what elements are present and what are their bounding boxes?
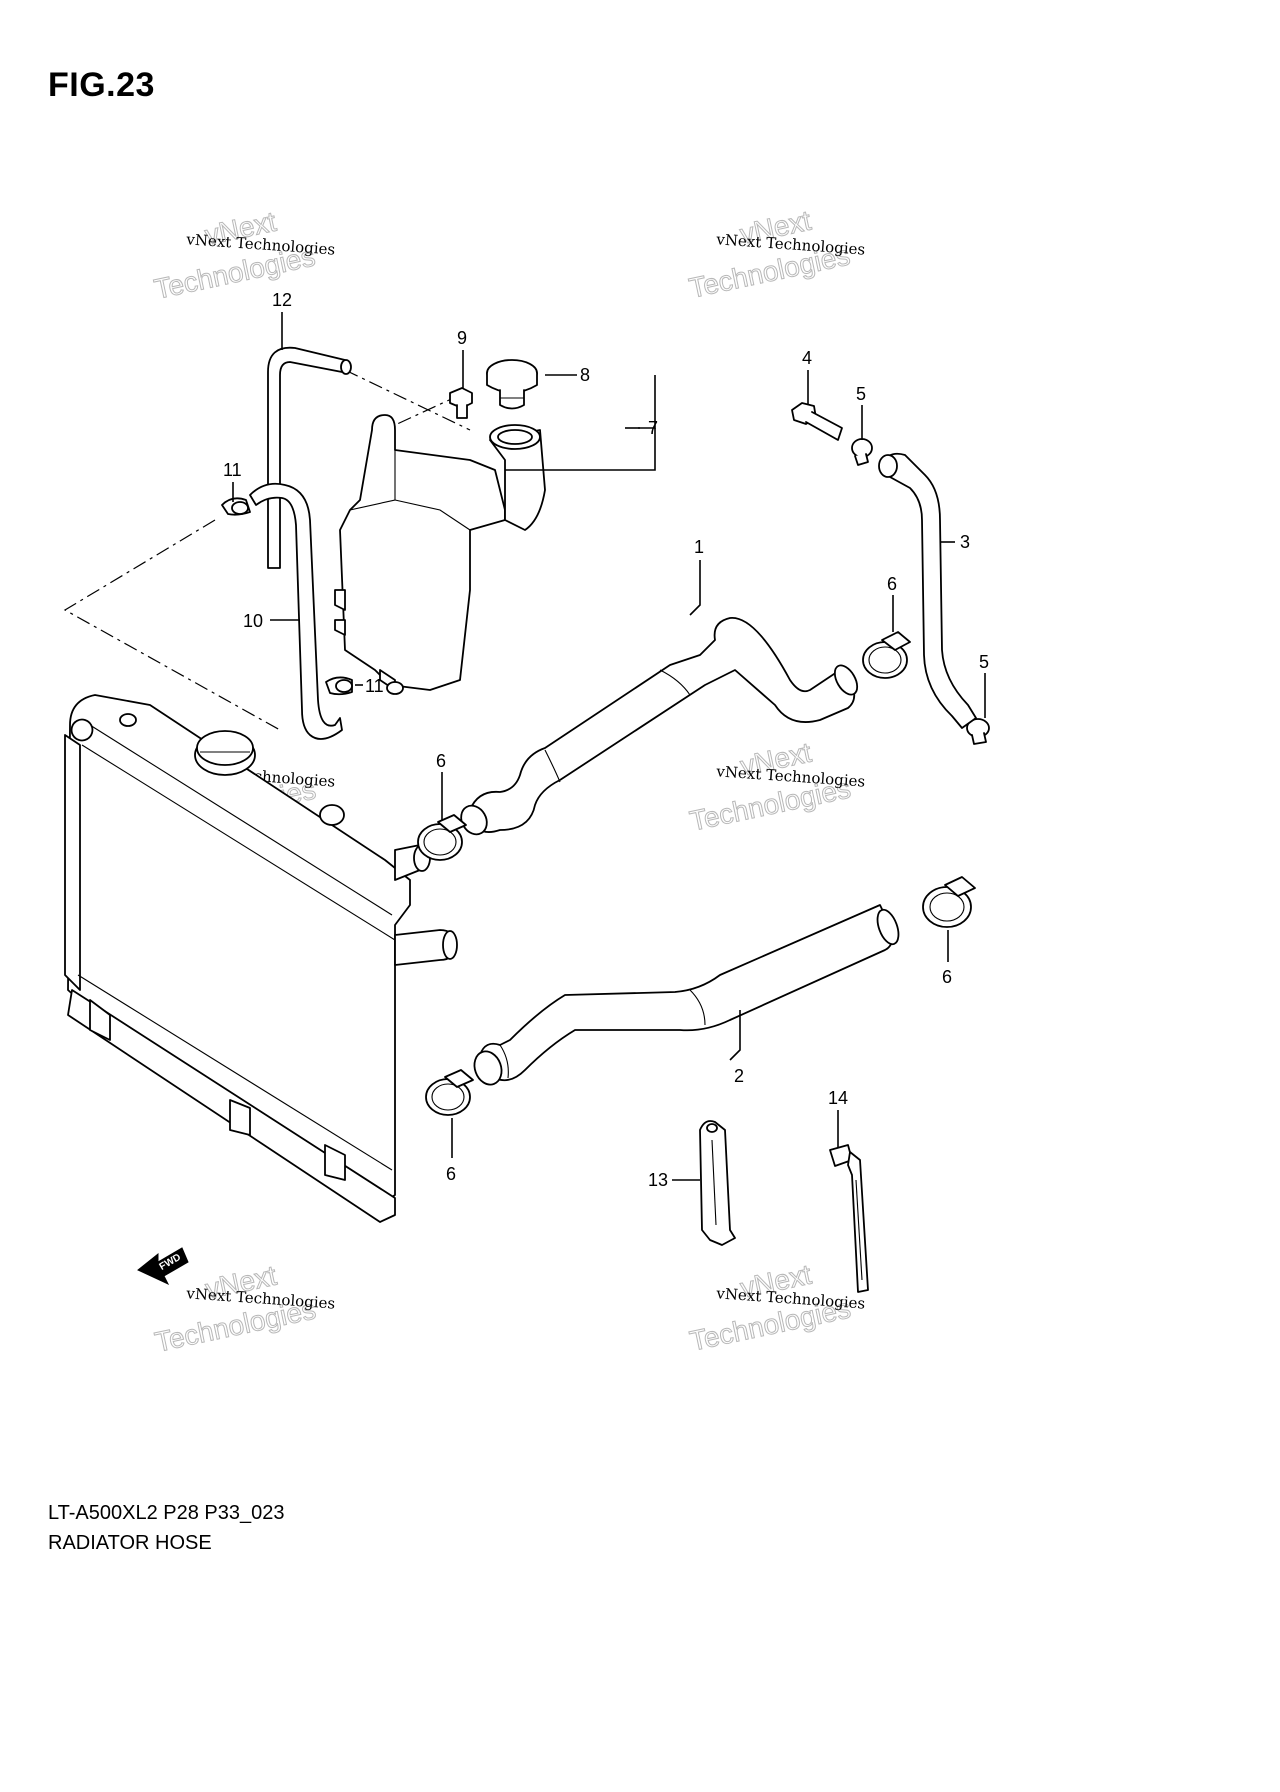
callout-6-lower-right: 6 [942,967,952,987]
clamp-11-upper [221,497,251,516]
reservoir-cap [486,359,538,410]
callout-6-upper-right: 6 [887,574,897,594]
figure-name: RADIATOR HOSE [48,1532,212,1554]
callout-6-upper-left: 6 [436,751,446,771]
watermark-mid-right: Technologies vNext vNext Technologies [687,736,866,837]
clamp-11-lower [325,676,353,696]
clamp-6-lower-hose-left [425,1069,474,1116]
hose-12 [267,346,352,569]
callout-12: 12 [272,290,292,310]
radiator [64,694,458,1223]
callout-11-lower: 11 [365,676,384,696]
watermark-top-left: Technologies vNext vNext Technologies [151,205,336,305]
callout-7: 7 [648,418,658,438]
callout-11-upper: 11 [223,460,242,480]
clamp-6-lower-hose-right [922,876,976,928]
callout-numbers: 1 2 3 4 5 5 6 6 6 6 7 8 9 10 11 11 12 13… [223,290,989,1190]
upper-hose-1 [460,617,859,836]
clamp-5-upper [851,438,873,466]
bolt-4 [791,402,843,441]
callout-2: 2 [734,1066,744,1086]
model-code: LT-A500XL2 P28 P33_023 [48,1502,285,1524]
lower-hose-2 [473,904,900,1086]
cable-tie-14 [829,1144,869,1293]
callout-1: 1 [694,537,704,557]
watermark-top-right: Technologies vNext vNext Technologies [686,204,866,304]
figure-title: FIG.23 [48,66,155,104]
hose-10 [249,482,343,740]
callout-4: 4 [802,348,812,368]
callout-5-upper: 5 [856,384,866,404]
callout-13: 13 [648,1170,668,1190]
callout-6-lower-left: 6 [446,1164,456,1184]
callout-9: 9 [457,328,467,348]
callout-3: 3 [960,532,970,552]
fwd-direction-badge: FWD [137,1247,189,1286]
hose-3 [878,452,977,729]
callout-14: 14 [828,1088,848,1108]
holder-13 [699,1120,736,1246]
bolt-9 [449,387,473,419]
callout-5-lower: 5 [979,652,989,672]
callout-10: 10 [243,611,263,631]
watermark-bottom-left: Technologies vNext vNext Technologies [152,1259,336,1358]
watermark-bottom-right: Technologies vNext vNext Technologies [687,1258,866,1357]
reservoir-tank [334,414,546,695]
clamp-5-lower [966,718,990,745]
clamp-6-upper-hose-right [862,631,911,679]
callout-8: 8 [580,365,590,385]
clamp-6-upper-hose-left [417,814,467,861]
leader-lines [232,312,986,1181]
